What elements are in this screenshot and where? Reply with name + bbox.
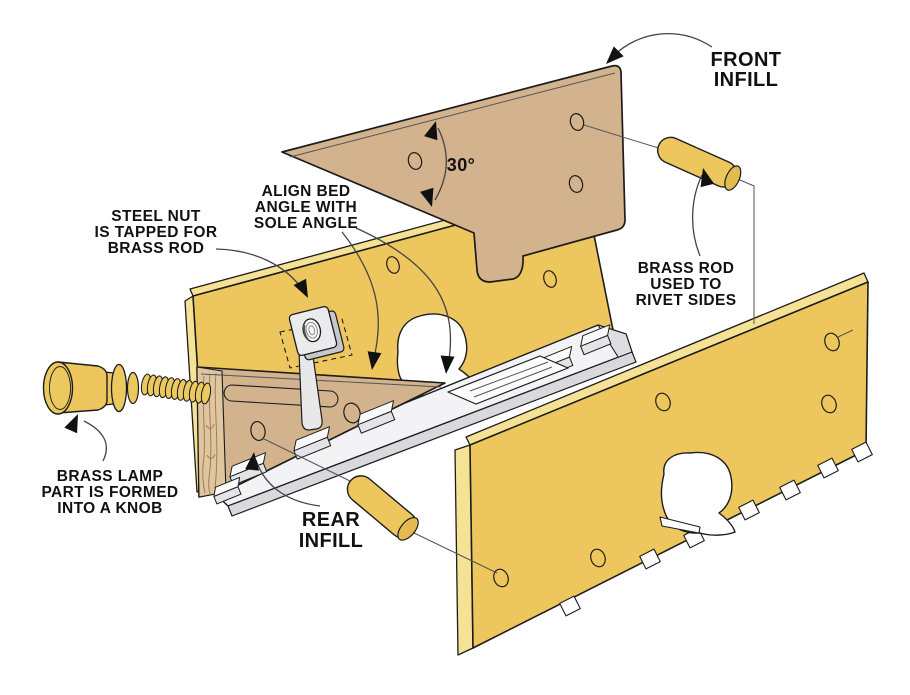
align-bed-label: ANGLE WITH bbox=[255, 199, 357, 216]
front-infill bbox=[281, 64, 626, 283]
right-plate-throat-cutout bbox=[660, 451, 736, 536]
brass-lever-cap-screw bbox=[42, 361, 212, 415]
rivet-alignment-lines bbox=[261, 124, 755, 574]
rear-infill-label: INFILL bbox=[299, 530, 364, 552]
sole-front-strip bbox=[227, 351, 637, 517]
front-infill-bevel-line bbox=[289, 72, 616, 158]
knob-end-cap-rim bbox=[49, 366, 71, 410]
brass-lamp-label: BRASS LAMP bbox=[57, 468, 163, 485]
steel-nut-label: IS TAPPED FOR bbox=[95, 224, 218, 241]
angle-30-label: 30° bbox=[447, 155, 475, 175]
callout-arrows bbox=[64, 33, 715, 507]
knob-end-cap bbox=[42, 361, 74, 415]
front-infill-hole bbox=[569, 113, 585, 131]
sole-front-and-tabs bbox=[213, 324, 637, 517]
front-infill-body bbox=[281, 64, 626, 283]
knob-flange-disc bbox=[110, 363, 128, 413]
brass-lamp-leader bbox=[83, 420, 108, 462]
front-infill-hole bbox=[407, 152, 423, 170]
right-plate-rivet-hole bbox=[821, 394, 837, 414]
front-infill-hole bbox=[568, 175, 584, 193]
align-bed-leader-left bbox=[341, 231, 379, 363]
brass-rod-label: BRASS ROD bbox=[638, 260, 735, 277]
nut-recess-dashed-outline bbox=[279, 318, 353, 369]
rear-infill-leader bbox=[255, 459, 321, 507]
steel-nut-leader bbox=[215, 248, 304, 291]
brass-rod-arrowhead bbox=[700, 168, 715, 188]
rear-infill-hole bbox=[343, 402, 361, 424]
brass-rod-lower bbox=[346, 475, 419, 541]
angle-arc bbox=[434, 127, 447, 201]
align-bed-label: ALIGN BED bbox=[262, 183, 351, 200]
align-bed-label: SOLE ANGLE bbox=[254, 215, 358, 232]
angle-arrowhead-bottom bbox=[420, 187, 434, 207]
angle-arrowhead-top bbox=[424, 121, 438, 141]
front-infill-leader bbox=[611, 33, 713, 58]
brass-rod-leader bbox=[691, 174, 703, 257]
threaded-rod-coil bbox=[140, 373, 212, 405]
brass-rod-label: USED TO bbox=[650, 276, 721, 293]
right-plate-rivet-hole bbox=[655, 392, 671, 412]
right-plate-mouth-slit bbox=[659, 516, 701, 534]
right-plate-rivet-hole bbox=[824, 332, 840, 352]
rear-infill-label: REAR bbox=[302, 509, 360, 531]
brass-lamp-label: PART IS FORMED bbox=[41, 484, 178, 501]
sole-mouth-slot-line bbox=[469, 361, 549, 392]
front-infill-arrowhead bbox=[606, 46, 624, 64]
callout-labels: FRONT INFILL 30° STEEL NUT IS TAPPED FOR… bbox=[41, 49, 781, 552]
right-plate-hole-tick bbox=[837, 329, 854, 338]
brass-lamp-label: INTO A KNOB bbox=[57, 500, 162, 517]
sole-mouth-flat bbox=[447, 355, 569, 405]
brass-rod-label: RIVET SIDES bbox=[636, 292, 737, 309]
knob-ring bbox=[126, 371, 140, 405]
rear-infill-arrowhead bbox=[245, 452, 260, 471]
sole-mouth-slot-line bbox=[473, 366, 553, 398]
nut-anchor-prong bbox=[298, 348, 323, 431]
steel-nut-label: BRASS ROD bbox=[108, 240, 205, 257]
steel-nut-label: STEEL NUT bbox=[111, 208, 201, 225]
front-infill-label: FRONT bbox=[711, 49, 782, 71]
brass-rod-upper bbox=[656, 136, 742, 191]
left-plate-rivet-hole bbox=[386, 256, 400, 274]
align-bed-leader-right bbox=[355, 227, 452, 367]
steel-nut-assembly bbox=[279, 305, 353, 431]
right-plate-rivet-hole bbox=[590, 548, 606, 568]
right-plate-rivet-hole bbox=[493, 568, 509, 588]
brass-lamp-arrowhead bbox=[64, 414, 78, 434]
right-side-plate bbox=[454, 272, 873, 656]
front-infill-label: INFILL bbox=[714, 69, 779, 91]
rear-infill-bed-edge-line bbox=[200, 373, 442, 388]
align-bed-arrowhead-right bbox=[440, 355, 455, 374]
steel-nut-arrowhead bbox=[293, 278, 308, 298]
left-plate-rivet-hole bbox=[543, 270, 557, 288]
rear-infill-rod-channel bbox=[223, 384, 339, 408]
rear-infill-hole bbox=[250, 420, 266, 442]
align-bed-arrowhead-left bbox=[367, 351, 382, 370]
